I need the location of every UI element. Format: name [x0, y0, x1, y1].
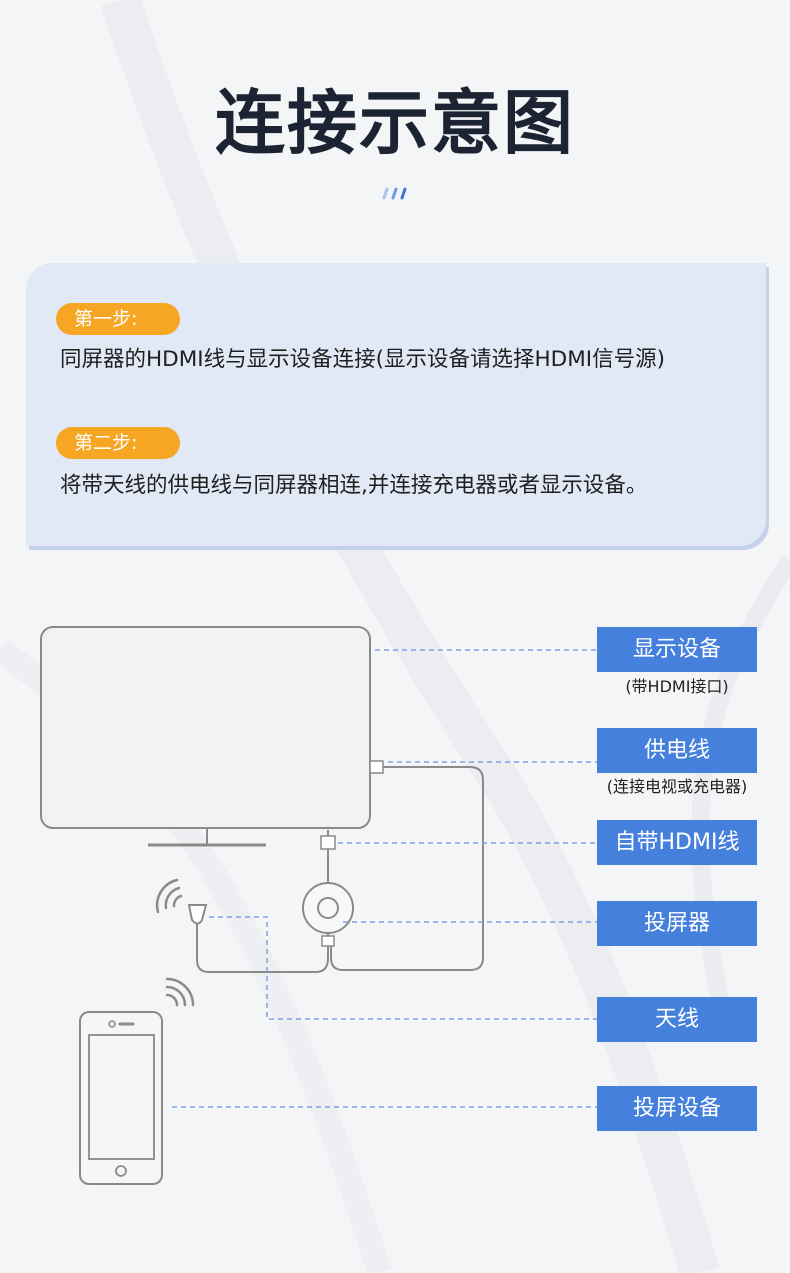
label-dongle: 投屏器	[597, 901, 757, 946]
step-2-badge: 第二步:	[56, 427, 180, 459]
wifi-signal-icon	[165, 977, 195, 1007]
dongle-icon	[196, 882, 354, 973]
steps-card: 第一步: 同屏器的HDMI线与显示设备连接(显示设备请选择HDMI信号源) 第二…	[26, 263, 766, 546]
leader-lines	[172, 649, 597, 1108]
wifi-signal-icon	[155, 878, 183, 914]
title-decoration-icon	[382, 187, 407, 200]
antenna-icon	[187, 904, 208, 930]
label-casting-device: 投屏设备	[597, 1086, 757, 1131]
step-1-badge: 第一步:	[56, 303, 180, 335]
label-display-device: 显示设备	[597, 627, 757, 672]
phone-icon	[79, 1011, 163, 1185]
step-1-text: 同屏器的HDMI线与显示设备连接(显示设备请选择HDMI信号源)	[60, 347, 666, 372]
label-hdmi-cable: 自带HDMI线	[597, 820, 757, 865]
page-title: 连接示意图	[215, 82, 575, 164]
power-cable	[330, 766, 484, 971]
label-antenna: 天线	[597, 997, 757, 1042]
tv-icon	[40, 626, 384, 847]
label-power-cable-note: (连接电视或充电器)	[606, 777, 748, 796]
hdmi-cable	[320, 830, 336, 883]
label-power-cable: 供电线	[597, 728, 757, 773]
label-display-device-note: (带HDMI接口)	[625, 677, 729, 696]
step-2-text: 将带天线的供电线与同屏器相连,并连接充电器或者显示设备。	[60, 473, 648, 498]
